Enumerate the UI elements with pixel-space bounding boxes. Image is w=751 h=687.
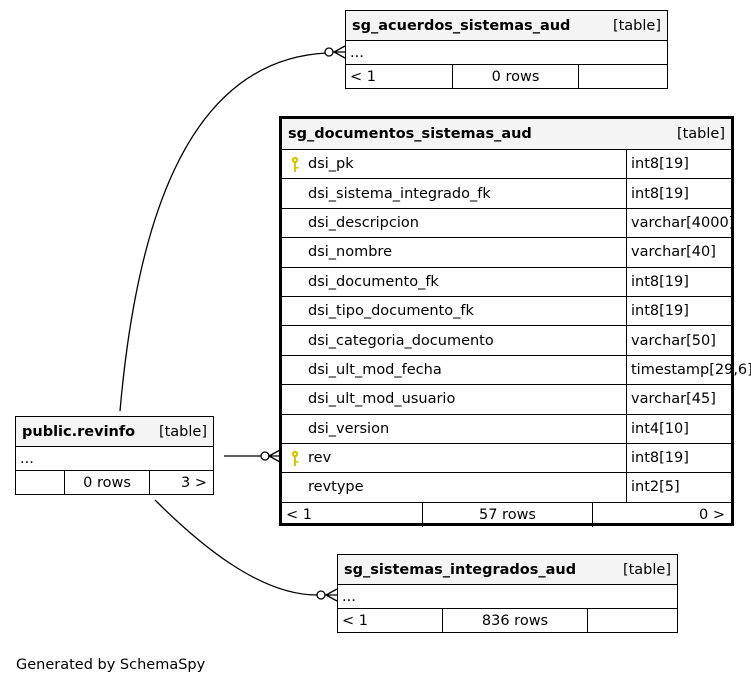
footer-parents: < 1 — [342, 612, 368, 629]
footer-parents — [16, 471, 64, 494]
table-header: sg_sistemas_integrados_aud [table] — [338, 555, 677, 585]
column-type: varchar[40] — [631, 244, 716, 261]
table-footer: < 1 836 rows — [338, 609, 677, 632]
crowfoot-circle-integrados — [316, 590, 326, 600]
column-type: int8[19] — [631, 273, 689, 290]
column-row[interactable]: dsi_tipo_documento_fk int8[19] — [282, 296, 731, 327]
column-row[interactable]: dsi_ult_mod_usuario varchar[45] — [282, 385, 731, 415]
table-public-revinfo[interactable]: public.revinfo [table] ... 0 rows 3 > — [15, 416, 214, 495]
table-header: sg_acuerdos_sistemas_aud [table] — [346, 11, 667, 41]
column-name-text: dsi_descripcion — [308, 214, 419, 231]
table-sg-documentos-sistemas-aud[interactable]: sg_documentos_sistemas_aud [table] dsi_p… — [279, 116, 751, 527]
column-type: int8[19] — [631, 450, 689, 467]
column-type: int8[19] — [631, 156, 689, 173]
column-name-text: dsi_nombre — [308, 244, 392, 261]
column-type: int8[19] — [631, 303, 689, 320]
column-row[interactable]: dsi_nombre varchar[40] — [282, 238, 731, 268]
crowfoot-circle-acuerdos — [324, 47, 334, 57]
footer-children: 3 > — [181, 474, 207, 491]
column-name-text: dsi_sistema_integrado_fk — [308, 185, 491, 202]
column-name: dsi_ult_mod_fecha — [282, 355, 627, 385]
column-row[interactable]: dsi_pk int8[19] — [282, 150, 731, 180]
column-type: int8[19] — [631, 185, 689, 202]
column-name: dsi_descripcion — [282, 208, 627, 238]
column-row[interactable]: dsi_ult_mod_fecha timestamp[29,6] — [282, 355, 751, 386]
column-name-text: dsi_documento_fk — [308, 273, 439, 290]
table-header: sg_documentos_sistemas_aud [table] — [282, 119, 731, 150]
table-name: sg_sistemas_integrados_aud — [344, 561, 577, 578]
table-name: sg_acuerdos_sistemas_aud — [352, 17, 571, 34]
column-type: timestamp[29,6] — [631, 361, 751, 378]
table-sg-sistemas-integrados-aud[interactable]: sg_sistemas_integrados_aud [table] ... <… — [337, 554, 678, 633]
footer-parents: < 1 — [350, 68, 376, 85]
edge-revinfo-acuerdos — [119, 52, 328, 412]
column-name: dsi_nombre — [282, 238, 627, 267]
column-name-text: revtype — [308, 479, 364, 496]
crowfoot-documentos — [267, 449, 281, 463]
column-name: dsi_version — [282, 414, 627, 443]
table-header: public.revinfo [table] — [16, 417, 213, 447]
table-footer: 0 rows 3 > — [16, 471, 213, 494]
column-type: varchar[45] — [631, 391, 716, 408]
column-name-text: dsi_ult_mod_usuario — [308, 391, 456, 408]
column-row[interactable]: dsi_version int4[10] — [282, 414, 731, 444]
column-row[interactable]: rev int8[19] — [282, 443, 731, 474]
column-type: varchar[50] — [631, 332, 716, 349]
column-row[interactable]: dsi_documento_fk int8[19] — [282, 267, 731, 297]
table-kind: [table] — [612, 17, 661, 34]
column-name-text: dsi_pk — [308, 156, 354, 173]
table-kind: [table] — [622, 561, 671, 578]
column-name: dsi_sistema_integrado_fk — [282, 179, 627, 208]
crowfoot-integrados — [324, 588, 338, 602]
table-name: sg_documentos_sistemas_aud — [288, 126, 532, 142]
column-type: int2[5] — [631, 479, 680, 496]
column-name-text: dsi_tipo_documento_fk — [308, 303, 474, 320]
footer-children — [588, 609, 677, 632]
column-row[interactable]: dsi_categoria_documento varchar[50] — [282, 326, 731, 356]
footer-children: 0 > — [699, 506, 725, 523]
table-ellipsis: ... — [338, 585, 677, 609]
column-name-text: rev — [308, 450, 332, 467]
edge-revinfo-integrados — [154, 499, 318, 596]
column-type: varchar[4000] — [631, 214, 735, 231]
column-name: revtype — [282, 473, 627, 502]
footer-row-count: 836 rows — [442, 609, 588, 632]
footer-parents: < 1 — [286, 506, 312, 523]
column-name: rev — [282, 443, 627, 473]
key-icon — [291, 450, 299, 466]
footer-row-count: 57 rows — [422, 502, 593, 527]
column-name: dsi_tipo_documento_fk — [282, 296, 627, 326]
table-ellipsis: ... — [346, 41, 667, 65]
column-name: dsi_ult_mod_usuario — [282, 385, 627, 414]
column-name: dsi_documento_fk — [282, 267, 627, 296]
column-type: int4[10] — [631, 420, 689, 437]
key-icon — [291, 156, 299, 172]
column-row[interactable]: dsi_descripcion varchar[4000] — [282, 208, 735, 239]
table-sg-acuerdos-sistemas-aud[interactable]: sg_acuerdos_sistemas_aud [table] ... < 1… — [345, 10, 668, 89]
footer-row-count: 0 rows — [452, 65, 579, 88]
column-name-text: dsi_ult_mod_fecha — [308, 361, 442, 378]
table-footer: < 1 0 rows — [346, 65, 667, 88]
column-name: dsi_categoria_documento — [282, 326, 627, 355]
table-name: public.revinfo — [22, 423, 136, 440]
crowfoot-acuerdos — [332, 45, 346, 59]
table-kind: [table] — [158, 423, 207, 440]
footer-children — [579, 65, 667, 88]
column-name: dsi_pk — [282, 150, 627, 179]
column-name-text: dsi_categoria_documento — [308, 332, 494, 349]
table-ellipsis: ... — [16, 447, 213, 471]
footer-row-count: 0 rows — [64, 471, 150, 494]
generated-by-label: Generated by SchemaSpy — [16, 657, 206, 673]
table-kind: [table] — [676, 126, 725, 142]
column-name-text: dsi_version — [308, 420, 390, 437]
table-footer: < 1 57 rows 0 > — [282, 502, 731, 527]
column-row[interactable]: revtype int2[5] — [282, 473, 731, 503]
column-row[interactable]: dsi_sistema_integrado_fk int8[19] — [282, 179, 731, 209]
